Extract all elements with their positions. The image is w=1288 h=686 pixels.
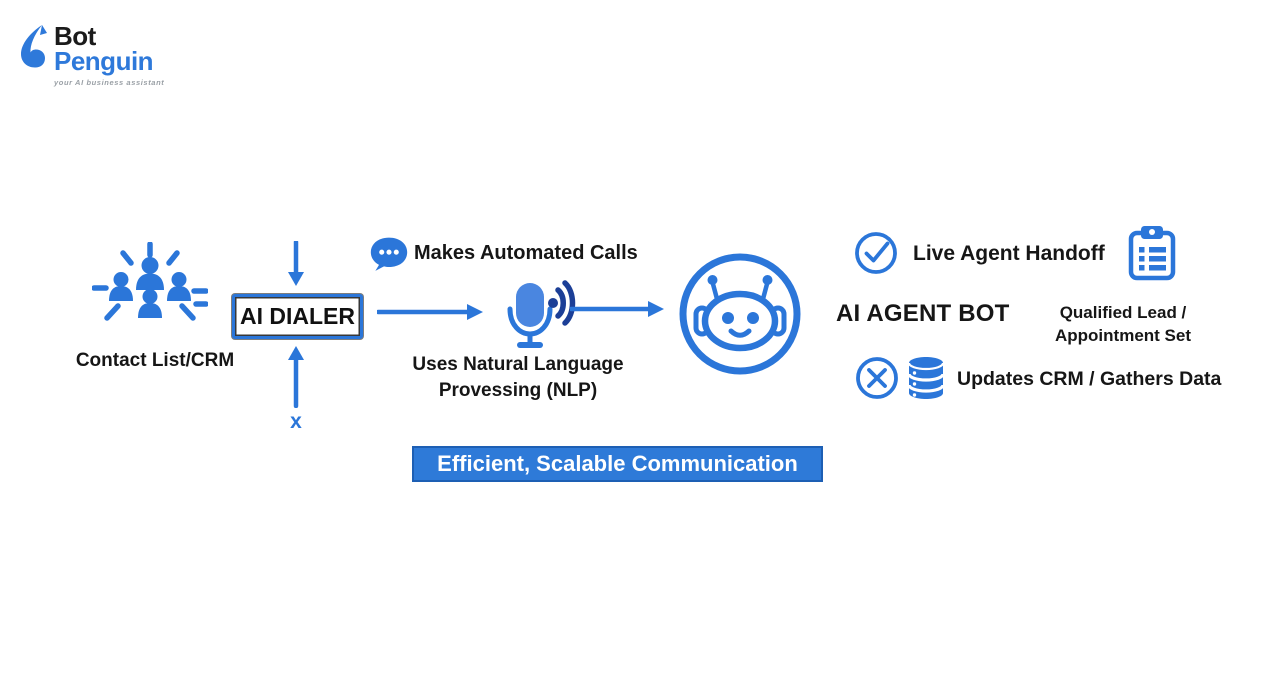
- logo-text-penguin: Penguin: [54, 46, 154, 76]
- qualified-lead-line1: Qualified Lead /: [1059, 303, 1187, 322]
- arrow-right-icon: [570, 300, 666, 318]
- botpenguin-logo: Bot Penguin your AI business assistant: [16, 21, 165, 87]
- logo-text-bot: Bot: [54, 21, 96, 51]
- nlp-label-line1: Uses Natural Language: [412, 354, 624, 375]
- automated-calls-label: Makes Automated Calls: [414, 242, 638, 264]
- updates-crm-label: Updates CRM / Gathers Data: [957, 368, 1222, 390]
- agent-bot-label: AI AGENT BOT: [836, 300, 1010, 327]
- database-icon: [905, 355, 947, 401]
- fail-x-mark: x: [290, 410, 302, 433]
- arrow-up-icon: [286, 346, 306, 408]
- live-agent-handoff-label: Live Agent Handoff: [913, 242, 1105, 265]
- nlp-label-line2: Provessing (NLP): [438, 380, 598, 401]
- banner: Efficient, Scalable Communication: [412, 446, 823, 482]
- nlp-label: Uses Natural Language Provessing (NLP): [398, 352, 638, 404]
- cross-circle-icon: [855, 356, 899, 400]
- logo-tagline: your AI business assistant: [54, 78, 165, 87]
- microphone-icon: [498, 279, 576, 353]
- arrow-down-icon: [286, 241, 306, 287]
- qualified-lead-line2: Appointment Set: [1055, 326, 1191, 345]
- chat-bubble-icon: [369, 235, 409, 273]
- ai-dialer-box: AI DIALER: [232, 294, 363, 339]
- contact-crowd-icon: [92, 242, 208, 334]
- penguin-logo-icon: [16, 24, 50, 70]
- check-circle-icon: [854, 231, 898, 275]
- arrow-right-icon: [377, 303, 485, 321]
- contact-list-label: Contact List/CRM: [75, 350, 235, 371]
- qualified-lead-label: Qualified Lead / Appointment Set: [1038, 301, 1208, 347]
- robot-head-icon: [676, 251, 804, 377]
- clipboard-icon: [1126, 224, 1178, 282]
